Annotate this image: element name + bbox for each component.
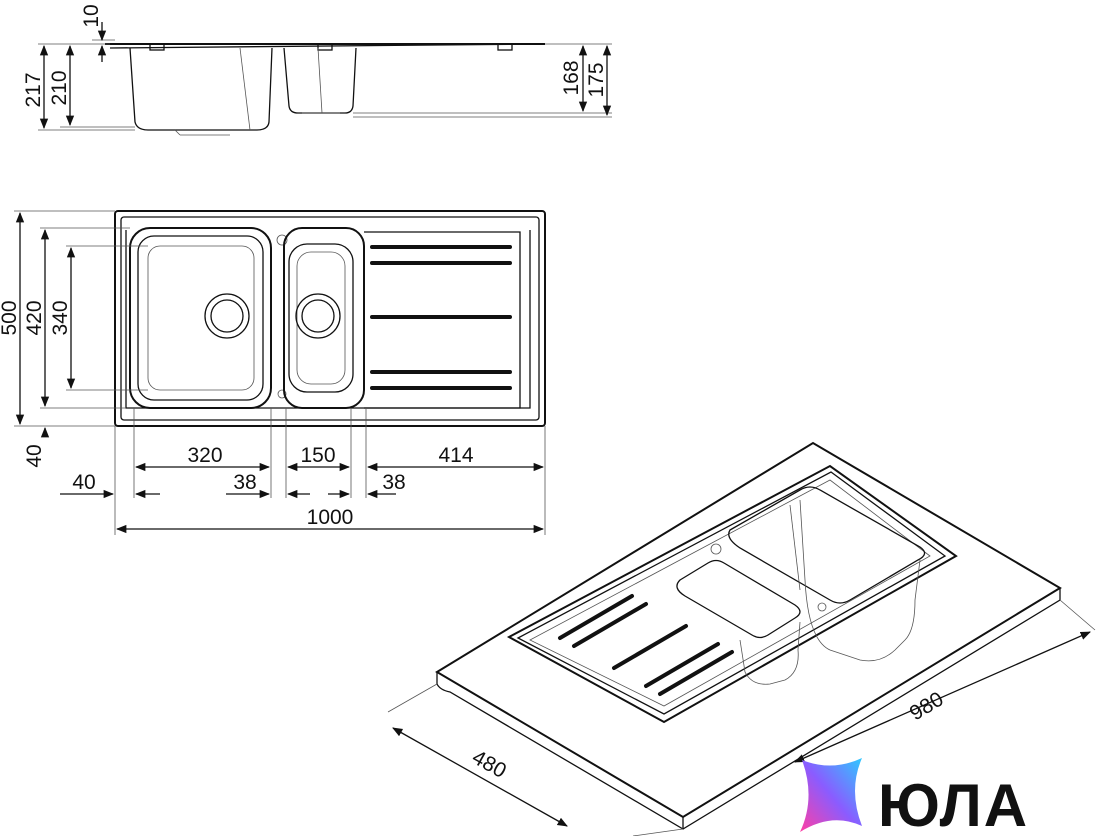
dim-side-175: 175 [585, 62, 608, 97]
dim-top-38-left: 38 [233, 471, 256, 494]
dim-top-320: 320 [187, 444, 222, 467]
dim-top-414: 414 [438, 444, 473, 467]
dim-iso-480: 480 [468, 746, 510, 783]
dim-side-210: 210 [48, 70, 71, 105]
dim-iso-980: 980 [906, 688, 948, 726]
side-view: 217 210 10 168 175 [22, 4, 612, 136]
dim-top-40-horizontal: 40 [72, 471, 95, 494]
dim-top-150: 150 [300, 444, 335, 467]
yula-logo: ЮЛА [800, 758, 1029, 836]
dim-top-340: 340 [49, 300, 72, 335]
dim-top-40-vertical: 40 [23, 444, 46, 467]
logo-star-icon [800, 758, 862, 832]
dim-top-38-right: 38 [382, 471, 405, 494]
dim-side-217: 217 [22, 72, 45, 107]
dim-side-10: 10 [80, 4, 103, 27]
dim-top-500: 500 [0, 300, 21, 335]
logo-text: ЮЛА [878, 772, 1029, 836]
top-view: 500 420 340 40 320 150 414 40 38 38 [0, 210, 546, 535]
dim-top-1000: 1000 [307, 506, 354, 529]
dim-top-420: 420 [23, 300, 46, 335]
dim-side-168: 168 [560, 60, 583, 95]
